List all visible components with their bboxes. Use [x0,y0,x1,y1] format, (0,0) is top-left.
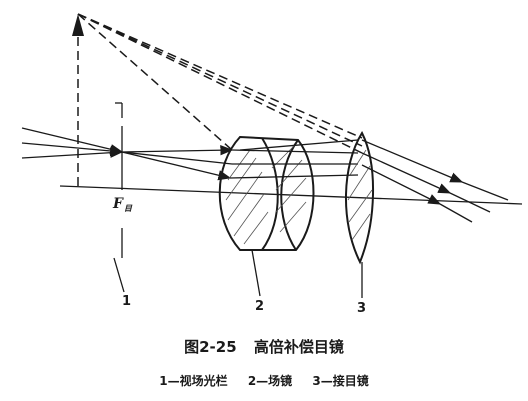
figure-title: 高倍补偿目镜 [253,338,344,356]
legend-item: 2—场镜 [247,374,293,388]
part-label-1: 1 [122,294,131,309]
virtual-ray-extensions [77,13,363,154]
field-stop [115,102,123,258]
legend-item: 3—接目镜 [312,374,369,388]
leader-part1 [113,257,125,293]
figure-legend: 1—视场光栏 2—场镜 3—接目镜 [0,372,528,389]
figure-number: 图2-25 [184,338,237,356]
focus-label: F目 [112,196,133,213]
part-label-2: 2 [255,299,264,314]
eye-lens [345,130,374,265]
figure-caption: 图2-25 高倍补偿目镜 [0,336,528,357]
outgoing-rays [361,139,509,223]
mid-rays [229,139,359,179]
virtual-image-arrowhead [72,14,84,36]
legend-item: 1—视场光栏 [159,374,228,388]
incoming-rays [21,127,234,181]
part-label-3: 3 [357,301,366,316]
leader-part2 [251,249,261,297]
